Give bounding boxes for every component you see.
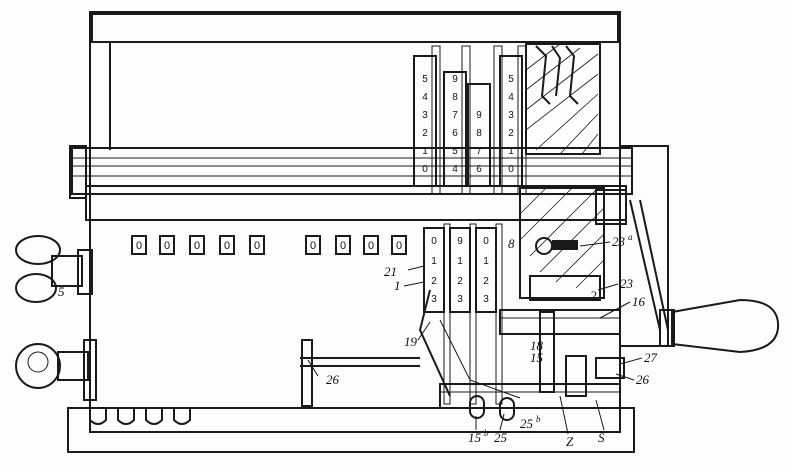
svg-text:6: 6 [452,128,458,139]
svg-text:3: 3 [483,294,489,305]
svg-text:3: 3 [508,110,514,121]
svg-text:8: 8 [452,92,458,103]
crank-handle [659,298,780,354]
svg-text:4: 4 [508,92,514,103]
svg-text:5: 5 [422,74,428,85]
svg-text:4: 4 [452,164,458,175]
lower-mechanism [300,289,625,421]
svg-text:0: 0 [368,240,374,252]
base-plate [67,383,635,453]
svg-text:0: 0 [422,164,428,175]
register-window: 0 [363,235,379,255]
svg-text:0: 0 [340,240,346,252]
label-5: 5 [58,284,65,299]
label-26-right: 26 [636,372,650,387]
register-window: 0 [391,235,407,255]
svg-text:0: 0 [136,240,142,252]
register-window: 0 [335,235,351,255]
svg-text:2: 2 [483,276,489,287]
crank-assembly [595,145,669,347]
svg-text:0: 0 [224,240,230,252]
label-2: 2 [590,288,597,303]
svg-text:6: 6 [476,164,482,175]
svg-text:9: 9 [457,236,463,247]
label-21: 21 [384,264,397,279]
label-15b: 15 [468,430,482,445]
svg-text:4: 4 [422,92,428,103]
label-23a: 23 [612,234,626,249]
label-26-left: 26 [326,372,340,387]
label-s: S [598,430,605,445]
svg-text:3: 3 [457,294,463,305]
lower-columns [423,223,503,405]
svg-text:2: 2 [508,128,514,139]
register-window: 0 [219,235,235,255]
svg-text:0: 0 [396,240,402,252]
register-window: 0 [131,235,147,255]
upper-gear-block [525,43,601,155]
register-windows: 0 0 0 0 0 0 0 0 0 [131,235,407,255]
svg-text:0: 0 [254,240,260,252]
svg-text:9: 9 [452,74,458,85]
svg-text:0: 0 [164,240,170,252]
svg-text:2: 2 [457,276,463,287]
register-window: 0 [189,235,205,255]
svg-text:1: 1 [483,256,489,267]
label-27: 27 [644,350,658,365]
label-25b-sup: b [536,414,541,424]
label-18: 18 [530,338,544,353]
svg-text:5: 5 [508,74,514,85]
svg-text:1: 1 [431,256,437,267]
svg-text:3: 3 [422,110,428,121]
label-15: 15 [530,350,544,365]
label-25: 25 [494,430,508,445]
reference-labels: 5 21 1 19 26 15 b 25 25 b Z S 26 27 16 2… [58,232,658,449]
label-z: Z [566,434,574,449]
label-19: 19 [404,334,418,349]
label-8: 8 [508,236,515,251]
svg-text:7: 7 [452,110,458,121]
svg-text:0: 0 [508,164,514,175]
svg-text:2: 2 [422,128,428,139]
svg-text:8: 8 [476,128,482,139]
register-window: 0 [305,235,321,255]
leader-lines [307,241,643,435]
main-shaft [69,145,633,221]
label-16: 16 [632,294,646,309]
svg-text:5: 5 [452,146,458,157]
upper-rack-digits: 5 4 3 2 1 0 9 8 7 6 5 4 9 8 7 6 5 4 3 2 … [422,74,514,175]
label-23: 23 [620,276,634,291]
svg-text:0: 0 [310,240,316,252]
svg-text:1: 1 [422,146,428,157]
svg-text:3: 3 [431,294,437,305]
svg-text:0: 0 [194,240,200,252]
left-knob [15,339,97,401]
label-15b-sup: b [484,428,489,438]
svg-text:7: 7 [476,146,482,157]
register-window: 0 [249,235,265,255]
lower-column-digits: 0 1 2 3 9 1 2 3 0 1 2 3 [431,236,489,305]
svg-text:0: 0 [431,236,437,247]
svg-text:1: 1 [508,146,514,157]
svg-text:9: 9 [476,110,482,121]
svg-text:1: 1 [457,256,463,267]
register-window: 0 [159,235,175,255]
wing-nut [15,235,93,303]
label-25b: 25 [520,416,534,431]
svg-text:0: 0 [483,236,489,247]
label-23a-sup: a [628,232,633,242]
svg-text:2: 2 [431,276,437,287]
label-1: 1 [394,278,401,293]
